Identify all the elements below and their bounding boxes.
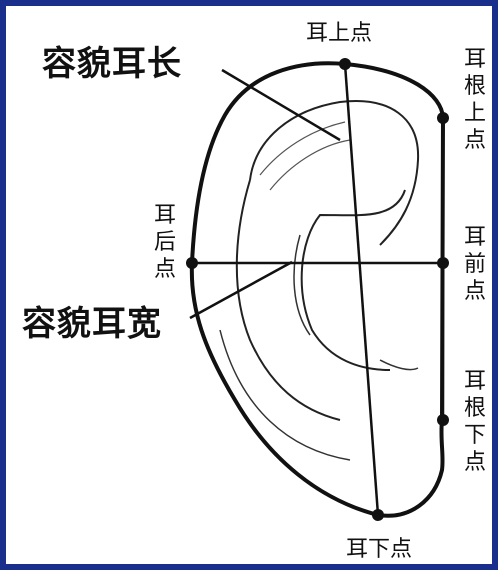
ear-root-bottom-point-dot xyxy=(437,414,449,426)
diagram-frame: 容貌耳长 容貌耳宽 耳上点 耳下点 耳后点 耳前点 耳根上点 耳根下点 xyxy=(6,6,492,564)
ear-root-top-point-label: 耳根上点 xyxy=(462,46,488,154)
ear-diagram xyxy=(6,6,492,564)
lobe-curve xyxy=(220,330,350,460)
ear-root-bottom-point-label: 耳根下点 xyxy=(462,368,488,476)
ear-front-point-dot xyxy=(437,257,449,269)
helix-inner xyxy=(250,101,418,245)
ear-width-label: 容貌耳宽 xyxy=(22,304,162,344)
ear-root-top-point-dot xyxy=(437,112,449,124)
ear-back-point-dot xyxy=(186,257,198,269)
ear-back-point-label: 耳后点 xyxy=(152,202,178,283)
ear-top-point-dot xyxy=(339,58,351,70)
ear-front-point-label: 耳前点 xyxy=(462,224,488,305)
concha-curve xyxy=(302,190,405,370)
ear-length-label: 容貌耳长 xyxy=(42,44,182,84)
ear-length-line xyxy=(345,64,378,515)
ear-bottom-point-dot xyxy=(372,509,384,521)
ear-bottom-point-label: 耳下点 xyxy=(346,536,412,563)
tragus-curve xyxy=(380,360,418,370)
ear-top-point-label: 耳上点 xyxy=(306,20,372,47)
